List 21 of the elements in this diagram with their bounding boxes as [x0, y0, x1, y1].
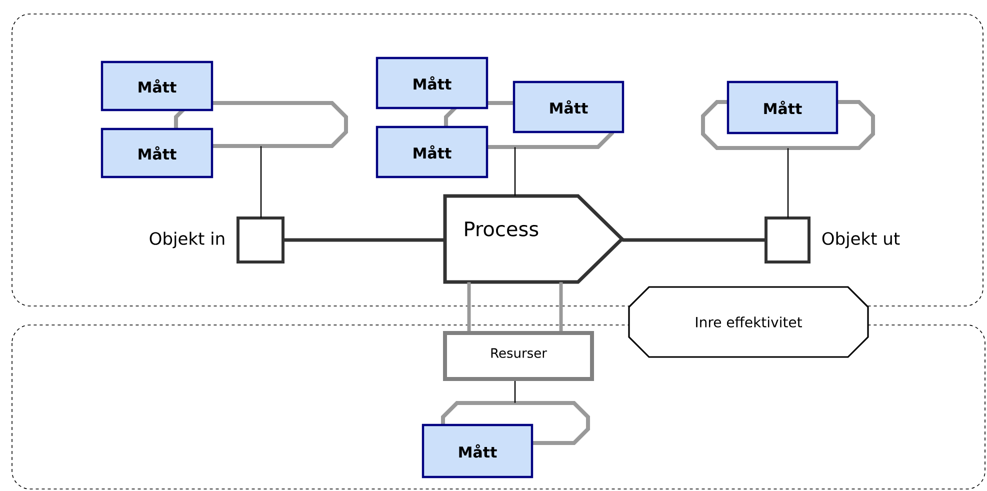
measure-box: Mått [422, 424, 534, 478]
connector-line [559, 282, 563, 331]
connector-line [622, 238, 766, 242]
connector-line [467, 282, 471, 331]
measure-box: Mått [100, 60, 214, 112]
object-label: Objekt in [150, 232, 224, 248]
object-label: Objekt ut [822, 232, 900, 248]
measure-box: Mått [100, 128, 214, 178]
measure-box: Mått [376, 56, 488, 110]
measure-box: Mått [726, 80, 838, 134]
process-pentagon: Process [443, 194, 625, 284]
label-octagon: Inre effektivitet [628, 286, 869, 358]
connector-line [787, 148, 789, 218]
connector-line [283, 238, 445, 242]
connector-line [260, 146, 262, 218]
measure-box: Mått [376, 126, 488, 178]
group-frame [12, 14, 984, 306]
measure-box: Mått [512, 80, 624, 134]
connector-line [514, 147, 516, 196]
connector-line [514, 381, 516, 403]
resource-box: Resurser [443, 331, 594, 381]
